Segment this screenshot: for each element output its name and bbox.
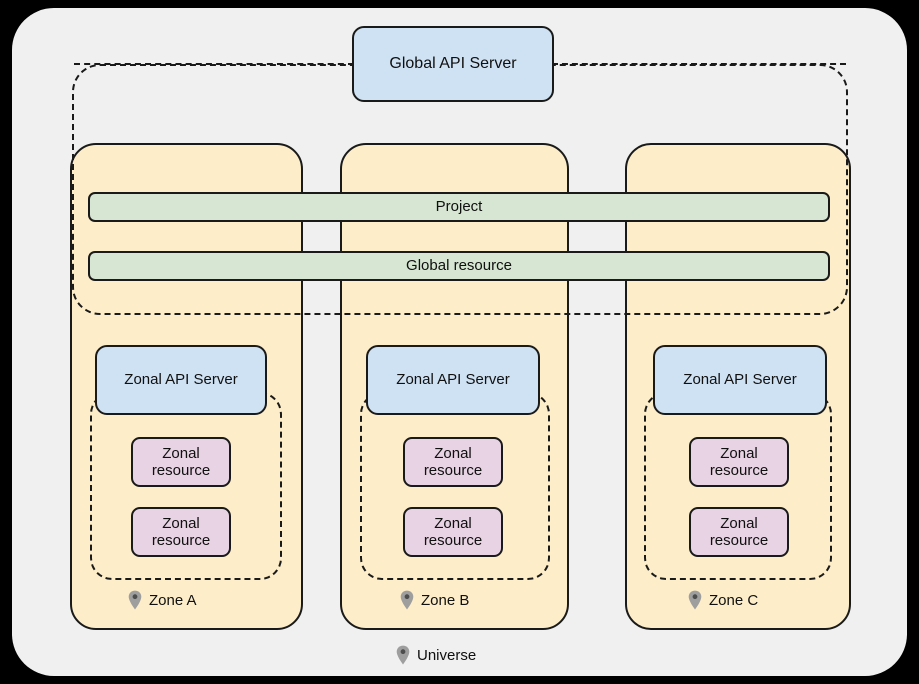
zonal-resource-line1: Zonal xyxy=(162,444,200,462)
zonal-resource-line2: resource xyxy=(151,462,211,479)
zonal-resource-line2: resource xyxy=(151,532,211,549)
zonal-api-server-node-b[interactable]: Zonal API Server xyxy=(366,345,540,415)
zonal-resource-node[interactable]: Zonal resource xyxy=(131,437,231,487)
zone-label-text: Zone C xyxy=(709,591,759,609)
map-pin-icon xyxy=(400,590,414,610)
zonal-resource-line1: Zonal xyxy=(162,514,200,532)
map-pin-icon xyxy=(688,590,702,610)
map-pin-icon xyxy=(396,645,410,665)
map-pin-icon xyxy=(128,590,142,610)
zonal-resource-node[interactable]: Zonal resource xyxy=(689,437,789,487)
zonal-resource-node[interactable]: Zonal resource xyxy=(403,437,503,487)
zonal-resource-line2: resource xyxy=(709,532,769,549)
universe-label: Universe xyxy=(396,645,476,665)
zonal-resource-line2: resource xyxy=(709,462,769,479)
zonal-resource-line1: Zonal xyxy=(434,444,472,462)
zonal-api-server-node-c[interactable]: Zonal API Server xyxy=(653,345,827,415)
zonal-resource-node[interactable]: Zonal resource xyxy=(689,507,789,557)
zone-label-c: Zone C xyxy=(688,590,758,610)
zonal-api-server-node-a[interactable]: Zonal API Server xyxy=(95,345,267,415)
zonal-resource-node[interactable]: Zonal resource xyxy=(403,507,503,557)
zonal-resource-node[interactable]: Zonal resource xyxy=(131,507,231,557)
zonal-resource-line2: resource xyxy=(423,532,483,549)
zonal-resource-line2: resource xyxy=(423,462,483,479)
global-api-server-node[interactable]: Global API Server xyxy=(352,26,554,102)
zonal-resource-line1: Zonal xyxy=(720,514,758,532)
zonal-resource-line1: Zonal xyxy=(434,514,472,532)
universe-label-text: Universe xyxy=(417,646,477,664)
zonal-resource-line1: Zonal xyxy=(720,444,758,462)
project-bar-node[interactable]: Project xyxy=(88,192,830,222)
zone-label-text: Zone B xyxy=(421,591,470,609)
zone-label-text: Zone A xyxy=(149,591,197,609)
zone-label-b: Zone B xyxy=(400,590,469,610)
zone-label-a: Zone A xyxy=(128,590,197,610)
global-resource-bar-node[interactable]: Global resource xyxy=(88,251,830,281)
